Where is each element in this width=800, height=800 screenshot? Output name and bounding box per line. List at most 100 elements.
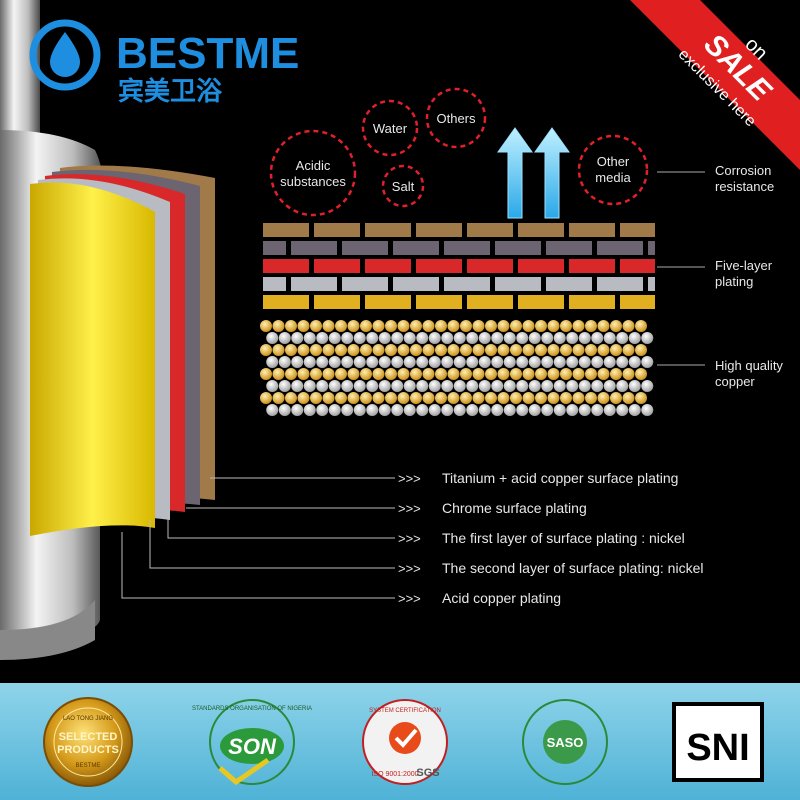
copper-particle bbox=[347, 344, 360, 356]
copper-particle bbox=[403, 404, 416, 416]
copper-particle bbox=[485, 392, 497, 404]
layer-arrow-4: >>> bbox=[398, 561, 421, 576]
copper-particle bbox=[553, 356, 566, 368]
copper-particle bbox=[453, 356, 466, 368]
label-plating-line1: Five-layer bbox=[715, 258, 773, 273]
copper-particle bbox=[460, 392, 472, 404]
copper-particle bbox=[310, 392, 322, 404]
plating-brick bbox=[648, 241, 655, 255]
copper-particle bbox=[622, 320, 635, 332]
copper-particle bbox=[460, 344, 472, 356]
copper-particle bbox=[347, 320, 360, 332]
copper-particle bbox=[435, 344, 447, 356]
copper-particle bbox=[591, 332, 604, 344]
copper-particle bbox=[341, 380, 354, 392]
copper-particle bbox=[353, 380, 366, 392]
copper-particle bbox=[628, 332, 641, 344]
plating-brick bbox=[569, 295, 615, 309]
copper-particle bbox=[341, 332, 354, 344]
copper-particle bbox=[353, 332, 366, 344]
copper-particle bbox=[353, 356, 366, 368]
copper-particle bbox=[316, 380, 329, 392]
copper-particle bbox=[316, 332, 329, 344]
copper-particle bbox=[472, 320, 485, 332]
copper-particle bbox=[303, 380, 316, 392]
copper-particle bbox=[485, 320, 497, 332]
copper-particle bbox=[628, 356, 641, 368]
peeled-layers bbox=[30, 165, 215, 536]
copper-particle bbox=[510, 368, 522, 380]
bubble-salt: Salt bbox=[392, 179, 415, 194]
copper-particle bbox=[378, 356, 391, 368]
copper-particle bbox=[297, 320, 310, 332]
sale-ribbon: on SALE exclusive here bbox=[630, 0, 800, 170]
copper-particle bbox=[291, 404, 304, 416]
copper-particle bbox=[322, 320, 335, 332]
copper-particle bbox=[366, 380, 379, 392]
copper-particle bbox=[491, 380, 504, 392]
plating-brick bbox=[263, 259, 309, 273]
copper-particle bbox=[441, 356, 454, 368]
copper-particle bbox=[303, 332, 316, 344]
copper-particle bbox=[260, 320, 272, 332]
copper-particle bbox=[478, 332, 491, 344]
layer-arrow-1: >>> bbox=[398, 471, 421, 486]
sgs-text: SGS bbox=[416, 767, 439, 779]
copper-particle bbox=[372, 368, 385, 380]
copper-particle bbox=[410, 368, 422, 380]
copper-particle bbox=[416, 356, 429, 368]
copper-particle bbox=[585, 344, 597, 356]
plating-brick bbox=[416, 295, 462, 309]
copper-particle bbox=[297, 344, 310, 356]
copper-particle bbox=[528, 356, 541, 368]
copper-particle bbox=[510, 320, 522, 332]
copper-particle bbox=[385, 344, 397, 356]
copper-particle bbox=[616, 380, 629, 392]
copper-particle bbox=[597, 392, 610, 404]
copper-particle bbox=[328, 404, 341, 416]
copper-particle bbox=[597, 344, 610, 356]
plating-brick bbox=[569, 259, 615, 273]
copper-particle bbox=[335, 368, 347, 380]
copper-particle bbox=[597, 320, 610, 332]
copper-particle bbox=[510, 344, 522, 356]
sgs-certification-logo: SYSTEM CERTIFICATION ISO 9001:2000 SGS bbox=[362, 699, 448, 785]
copper-particle bbox=[335, 392, 347, 404]
plating-brick bbox=[648, 277, 655, 291]
copper-particle bbox=[453, 332, 466, 344]
badge-top-text: LAO TONG JIANG bbox=[63, 716, 113, 722]
plating-brick bbox=[291, 241, 337, 255]
copper-particle bbox=[616, 356, 629, 368]
copper-particle bbox=[366, 404, 379, 416]
copper-particle bbox=[447, 320, 460, 332]
copper-particle bbox=[603, 356, 616, 368]
copper-particle bbox=[591, 380, 604, 392]
copper-particle bbox=[635, 344, 647, 356]
copper-particle bbox=[260, 368, 272, 380]
copper-particle bbox=[266, 380, 279, 392]
copper-particle bbox=[572, 344, 585, 356]
copper-particle bbox=[428, 356, 441, 368]
copper-particle bbox=[278, 332, 291, 344]
bubble-others: Others bbox=[436, 111, 476, 126]
copper-particle bbox=[366, 332, 379, 344]
side-labels: Corrosion resistance Five-layer plating … bbox=[657, 163, 783, 389]
copper-particle bbox=[553, 380, 566, 392]
bubble-acidic-line1: Acidic bbox=[296, 158, 331, 173]
copper-particle bbox=[335, 344, 347, 356]
copper-particle bbox=[266, 356, 279, 368]
copper-particle bbox=[491, 356, 504, 368]
saso-certification-logo: SASO bbox=[522, 699, 608, 785]
copper-particle bbox=[328, 332, 341, 344]
brand-chinese-name: 宾美卫浴 bbox=[118, 76, 223, 106]
copper-particle bbox=[553, 404, 566, 416]
copper-particle bbox=[360, 368, 372, 380]
copper-particle bbox=[478, 404, 491, 416]
copper-particle bbox=[428, 332, 441, 344]
plating-brick bbox=[314, 259, 360, 273]
copper-particle bbox=[635, 320, 647, 332]
copper-particle bbox=[397, 320, 410, 332]
plating-brick bbox=[314, 223, 360, 237]
saso-text: SASO bbox=[547, 735, 584, 750]
copper-particle bbox=[547, 392, 560, 404]
